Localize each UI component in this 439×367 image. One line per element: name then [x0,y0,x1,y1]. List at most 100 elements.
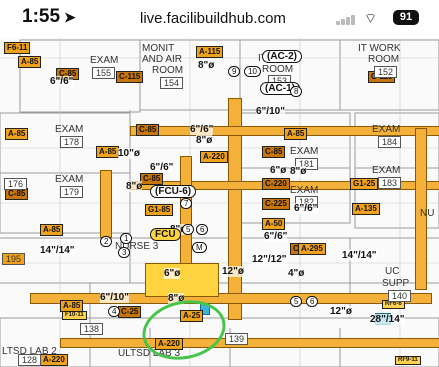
room-number-152: 152 [374,66,398,78]
duct-dim-11: 12"/12" [252,254,287,265]
marker-5[interactable]: 5 [182,224,195,235]
tag-a115[interactable]: A-115 [196,46,224,58]
highlighted-equipment [145,263,219,297]
room-label-uc: UC [385,266,400,277]
duct-dim-3: 6"/10" [256,106,285,117]
marker-6[interactable]: 6 [196,224,209,235]
floor-plan-canvas[interactable]: F6-11 A-85 C-85 A-115 C-115 C-115 A-85 A… [0,38,439,367]
room-number-195: 195 [2,253,26,265]
clock: 1:55➤ [22,6,76,27]
marker-10[interactable]: 10 [244,66,261,77]
duct-dim-18: 28"/14" [370,314,405,325]
unit-fcu-6[interactable]: (FCU-6) [150,185,197,198]
duct-dim-23: 8"ø [168,293,185,304]
tag-f6-11[interactable]: F6-11 [4,42,31,54]
room-label-and-air: AND AIR [142,54,183,65]
status-bar: 1:55➤ live.facilibuildhub.com ⌔ 91 [0,0,439,38]
duct-dim-13: 6"/10" [100,292,129,303]
room-label-supp: SUPP [382,278,410,289]
tag-a25[interactable]: A-25 [180,310,204,322]
room-number-128: 128 [18,354,42,366]
duct-dim-20: 8"ø [290,166,307,177]
tag-a85-2[interactable]: A-85 [5,128,29,140]
marker-6b[interactable]: 6 [306,296,319,307]
duct-dim-19: 6"/6" [264,231,288,242]
tag-g1-25[interactable]: G1-25 [350,178,379,190]
unit-fcu[interactable]: FCU [150,228,181,241]
room-label-exam-155: EXAM [90,55,119,66]
marker-m[interactable]: M [192,242,207,253]
marker-9[interactable]: 9 [228,66,241,77]
tag-a50[interactable]: A-50 [262,218,286,230]
tag-a85-3[interactable]: A-85 [96,146,120,158]
tag-a220-2[interactable]: A-220 [155,338,183,350]
duct-dim-9: 8"ø [126,181,143,192]
room-number-154: 154 [160,77,184,89]
marker-7[interactable]: 7 [180,198,193,209]
room-label-exam-183: EXAM [372,165,401,176]
tag-c225[interactable]: C-225 [262,198,290,210]
duct-dim-15: 6"ø [164,268,181,279]
marker-8[interactable]: 8 [290,86,303,97]
main-supply-duct-vertical [228,98,242,320]
tag-a85-4[interactable]: A-85 [284,128,308,140]
room-label-it-room: ROOM [262,64,294,75]
duct-dim-8: 6"/6" [150,162,174,173]
room-label-ltsd-lab2: LTSD LAB 2 [2,346,57,357]
room-number-139: 139 [225,333,249,345]
tag-c85-2[interactable]: C-85 [136,124,160,136]
room-label-exam-178: EXAM [55,124,84,135]
room-number-176: 176 [4,178,28,190]
duct-dim-5: 10"ø [118,148,140,159]
tag-c85-4[interactable]: C-85 [140,173,164,185]
room-label-nurse: NURSE 3 [115,241,159,252]
supply-duct-horizontal-low [30,293,432,304]
duct-dim-1: 6"/6" [50,76,74,87]
room-label-nu: NU [420,208,435,219]
tag-f10-11[interactable]: F10-11 [62,311,87,320]
location-arrow-icon: ➤ [64,9,76,25]
url-bar[interactable]: live.facilibuildhub.com [140,10,286,27]
room-label-monit: MONIT [142,43,175,54]
marker-5b[interactable]: 5 [290,296,303,307]
room-number-184: 184 [378,136,402,148]
room-label-it-work: IT WORK [358,43,401,54]
duct-dim-2: 8"ø [198,60,215,71]
room-label-exam-184: EXAM [372,124,401,135]
tag-c85-3[interactable]: C-85 [262,146,286,158]
marker-4[interactable]: 4 [108,306,121,317]
duct-dim-4: 6"/6" [190,124,214,135]
unit-ac-2[interactable]: (AC-2) [262,50,302,63]
tag-a85[interactable]: A-85 [18,56,42,68]
duct-dim-22: 12"ø [222,266,244,277]
duct-dim-21: 6"/6" [294,203,318,214]
tag-a220[interactable]: A-220 [200,151,228,163]
room-number-140: 140 [388,290,412,302]
tag-a85-5[interactable]: A-85 [40,224,64,236]
room-number-179: 179 [60,186,84,198]
room-number-155: 155 [92,67,116,79]
room-label-room-154: ROOM [152,65,184,76]
duct-dim-7: 6"ø [270,165,287,176]
tag-a295[interactable]: A-295 [298,243,326,255]
tag-rf9-11[interactable]: RF9-11 [395,356,421,365]
room-number-138: 138 [80,323,104,335]
room-label-ultsd-lab3: ULTSD LAB 3 [118,348,181,359]
duct-dim-6: 8"ø [196,135,213,146]
room-label-exam-179: EXAM [55,174,84,185]
branch-duct-2 [100,170,112,238]
marker-1[interactable]: 1 [120,233,133,244]
room-label-exam-181: EXAM [290,146,319,157]
duct-dim-10: 14"/14" [40,245,75,256]
marker-3[interactable]: 3 [118,247,131,258]
tag-c220[interactable]: C-220 [262,178,290,190]
tag-c115[interactable]: C-115 [116,71,144,83]
tag-g1-85[interactable]: G1-85 [145,204,174,216]
tag-c25[interactable]: C-25 [118,306,142,318]
tag-a135[interactable]: A-135 [352,203,380,215]
marker-2[interactable]: 2 [100,236,113,247]
duct-dim-12: 14"/14" [342,250,377,261]
room-label-exam-182: EXAM [290,185,319,196]
room-number-183: 183 [378,177,402,189]
